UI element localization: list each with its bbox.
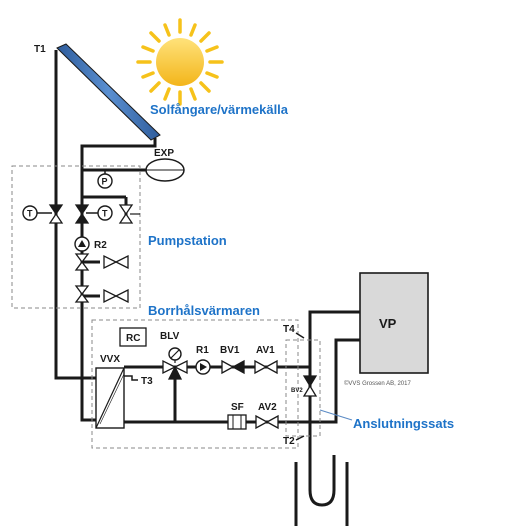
heat-exchanger — [95, 367, 125, 429]
valve-icon-right — [118, 204, 140, 224]
solar-panel — [56, 43, 161, 141]
label-t-right: T — [102, 209, 108, 219]
shutoff-valve-icon-av1 — [254, 359, 278, 375]
label-r1: R1 — [196, 345, 209, 356]
label-av1: AV1 — [256, 345, 275, 356]
label-t-left: T — [27, 209, 33, 219]
pump-icon-r2 — [74, 236, 90, 252]
label-av2: AV2 — [258, 402, 277, 413]
heat-pump-unit — [359, 272, 429, 374]
thermometer-icon-left: T — [22, 205, 52, 221]
label-t4: T4 — [283, 324, 295, 335]
label-blv: BLV — [160, 331, 180, 342]
check-valve-icon-bv2 — [302, 375, 318, 397]
sensor-line-t2 — [295, 435, 305, 441]
borehole — [294, 462, 349, 526]
label-rc: RC — [126, 333, 140, 344]
label-vvx: VVX — [100, 354, 120, 365]
shutoff-valve-icon-av2 — [255, 414, 279, 430]
sun-icon — [136, 18, 224, 106]
label-bv1: BV1 — [220, 345, 240, 356]
label-pumpstation: Pumpstation — [148, 233, 227, 248]
expansion-tank — [145, 158, 185, 182]
sensor-line-t4 — [295, 332, 305, 339]
label-vp: VP — [379, 316, 397, 331]
label-sf: SF — [231, 402, 244, 413]
valve-icon-lower-2 — [74, 285, 90, 303]
strainer-filter-icon-sf — [227, 414, 247, 430]
label-t1: T1 — [34, 44, 46, 55]
label-t2: T2 — [283, 436, 295, 447]
thermometer-icon-right: T — [86, 205, 113, 221]
callout-line — [319, 409, 353, 421]
label-bv2: BV2 — [291, 388, 303, 394]
drain-valve-icon-1 — [103, 254, 129, 270]
check-valve-icon-bv1 — [221, 359, 245, 375]
sensor-line-t3 — [124, 375, 138, 381]
label-solar-collector: Solfångare/värmekälla — [150, 102, 289, 117]
label-exp: EXP — [154, 148, 174, 159]
pumpstation-frame — [11, 165, 141, 309]
label-r2: R2 — [94, 240, 107, 251]
valve-icon-center — [74, 204, 90, 224]
pressure-gauge-icon: P — [97, 170, 113, 189]
valve-icon-lower-1 — [74, 253, 90, 271]
copyright-text: ©VVS Grossen AB, 2017 — [344, 380, 411, 387]
valve-icon-left — [48, 204, 64, 224]
pipework — [54, 50, 360, 507]
borrhalsvarmaren-frame — [91, 319, 299, 449]
mixing-valve-icon-blv — [162, 347, 188, 380]
drain-valve-icon-2 — [103, 288, 129, 304]
pump-icon-r1 — [195, 359, 211, 375]
label-anslutningssats: Anslutningssats — [353, 416, 454, 431]
controller-box — [119, 327, 147, 347]
label-borrhalsvarmaren: Borrhålsvärmaren — [148, 303, 260, 318]
label-t3: T3 — [141, 376, 153, 387]
label-p: P — [102, 177, 108, 187]
